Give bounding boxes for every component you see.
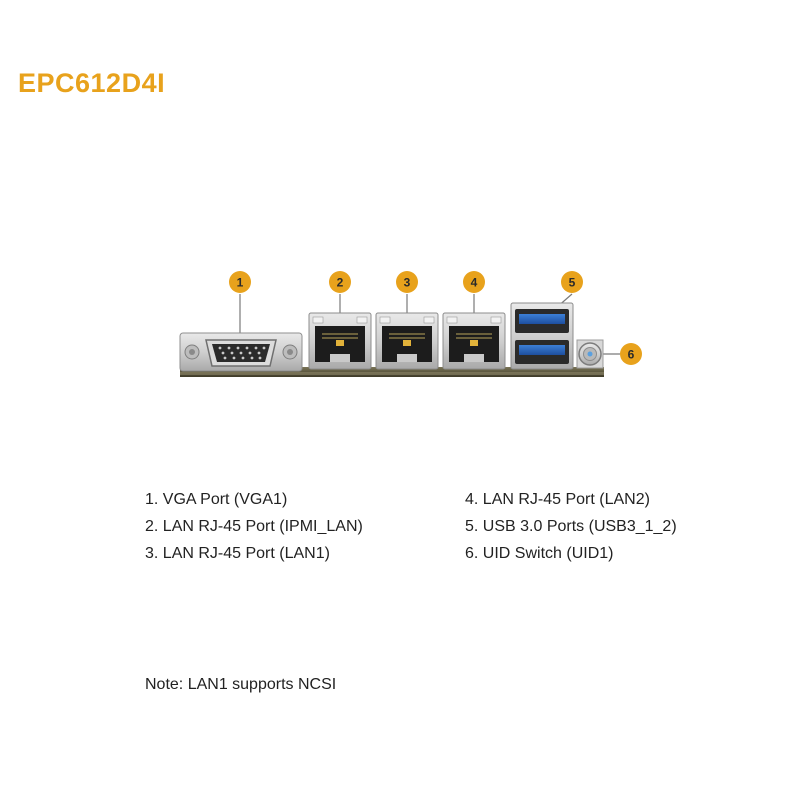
vga-port-icon [179,332,303,372]
note-text: Note: LAN1 supports NCSI [145,676,337,693]
callout-label: 1 [237,276,244,290]
callout-badge: 1 [229,271,251,293]
rj45-port-icon [375,312,439,370]
callout-badge: 3 [396,271,418,293]
callout-badge: 4 [463,271,485,293]
callout-badge: 2 [329,271,351,293]
legend-item: 3. LAN RJ-45 Port (LAN1) [145,545,330,562]
callout-label: 2 [337,276,344,290]
callout-label: 6 [628,348,635,362]
legend-item: 2. LAN RJ-45 Port (IPMI_LAN) [145,518,363,535]
callout-badge: 6 [620,343,642,365]
legend-list-left: 1. VGA Port (VGA1) 2. LAN RJ-45 Port (IP… [145,486,363,567]
page-title: EPC612D4I [18,68,166,98]
legend-list-right: 4. LAN RJ-45 Port (LAN2) 5. USB 3.0 Port… [465,486,677,567]
rj45-port-icon [442,312,506,370]
uid-switch-icon [576,339,604,369]
callout-badge: 5 [561,271,583,293]
usb3-port-icon [510,302,574,370]
callout-label: 4 [471,276,478,290]
callout-label: 3 [404,276,411,290]
legend-item: 1. VGA Port (VGA1) [145,491,288,508]
legend-item: 5. USB 3.0 Ports (USB3_1_2) [465,518,677,535]
legend-item: 6. UID Switch (UID1) [465,545,614,562]
rj45-port-icon [308,312,372,370]
legend-item: 4. LAN RJ-45 Port (LAN2) [465,491,650,508]
callout-label: 5 [569,276,576,290]
